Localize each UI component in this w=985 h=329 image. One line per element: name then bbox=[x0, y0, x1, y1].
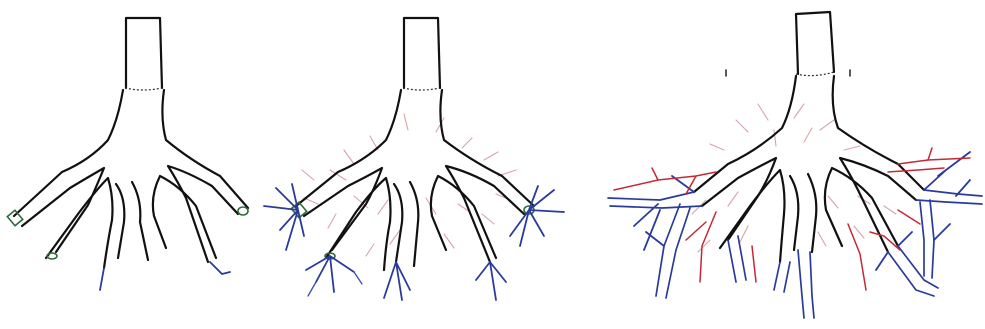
panel-stage-3 bbox=[598, 0, 985, 329]
tip-right bbox=[238, 207, 248, 215]
trunk-outline bbox=[14, 18, 248, 268]
stage-3-drawing bbox=[598, 0, 985, 329]
trunk-outline bbox=[296, 18, 534, 270]
stage-1-drawing bbox=[0, 0, 292, 329]
branch-tips bbox=[291, 202, 534, 259]
blue-sprouts bbox=[264, 184, 564, 300]
small-sprouts bbox=[100, 262, 230, 290]
marks bbox=[726, 70, 850, 76]
red-vessels bbox=[614, 148, 970, 290]
branch-tips bbox=[7, 207, 248, 259]
tip-left bbox=[7, 210, 22, 226]
trunk-outline bbox=[694, 12, 924, 262]
pink-sprouts bbox=[692, 104, 896, 252]
panel-stage-1 bbox=[0, 0, 292, 329]
stage-2-drawing bbox=[258, 0, 598, 329]
panel-stage-2 bbox=[258, 0, 598, 329]
pink-sprouts bbox=[302, 114, 516, 256]
